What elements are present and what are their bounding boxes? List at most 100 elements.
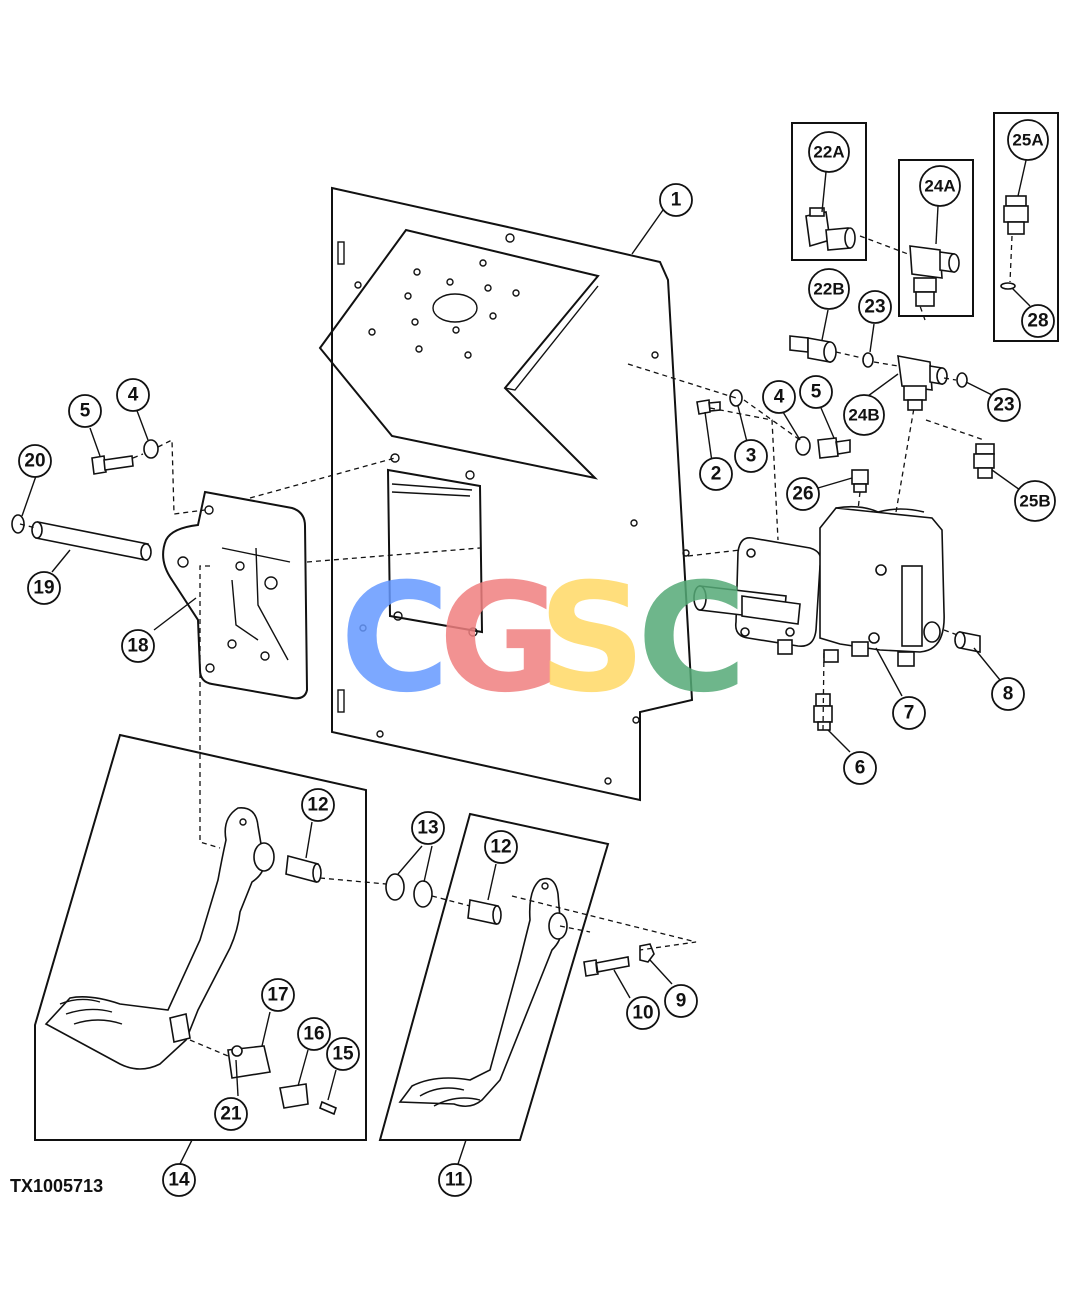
shelf-holes <box>354 259 520 359</box>
bolt-right <box>817 437 851 459</box>
svg-text:23: 23 <box>993 395 1014 416</box>
callout-5-left: 5 <box>68 394 102 428</box>
callout-22a: 22A <box>808 131 850 173</box>
bushing-12b-end <box>492 905 502 925</box>
o-ring-23a <box>862 352 874 368</box>
callout-25a: 25A <box>1007 119 1049 161</box>
svg-text:8: 8 <box>1003 684 1014 705</box>
o-ring-23b <box>956 372 968 388</box>
svg-text:25B: 25B <box>1019 492 1050 511</box>
bolt-10 <box>583 956 630 977</box>
callout-5-right: 5 <box>799 375 833 409</box>
svg-text:11: 11 <box>445 1170 466 1191</box>
inset-24a <box>898 159 974 317</box>
svg-text:20: 20 <box>24 451 45 472</box>
svg-text:6: 6 <box>855 758 866 779</box>
callout-1: 1 <box>659 183 693 217</box>
callout-23-right: 23 <box>987 388 1021 422</box>
inset-25a <box>993 112 1059 342</box>
callouts: 1 2 3 4 5 4 5 20 19 18 22A 24A 25A 28 22… <box>18 119 1056 1197</box>
pedal-14 <box>44 807 275 1070</box>
bolt-left <box>91 455 134 475</box>
pedal-11 <box>398 877 568 1108</box>
callout-24b: 24B <box>843 394 885 436</box>
mounting-plate <box>318 186 694 802</box>
bushing-12a-end <box>312 863 322 883</box>
washer-left <box>143 439 159 459</box>
pedal-box-14 <box>34 733 367 1141</box>
svg-text:28: 28 <box>1027 311 1048 332</box>
callout-21: 21 <box>214 1097 248 1131</box>
svg-text:12: 12 <box>490 837 511 858</box>
washer-right <box>795 436 811 456</box>
tee-24b <box>897 355 948 411</box>
svg-text:21: 21 <box>220 1104 242 1125</box>
svg-text:26: 26 <box>792 484 813 505</box>
svg-text:24B: 24B <box>848 406 879 425</box>
callout-19: 19 <box>27 571 61 605</box>
washer-20 <box>11 514 25 534</box>
svg-text:24A: 24A <box>924 177 955 196</box>
fitting-22a <box>805 207 856 251</box>
nut-9 <box>639 943 655 963</box>
svg-text:17: 17 <box>267 985 288 1006</box>
inset-22a <box>791 122 867 261</box>
callout-17: 17 <box>261 978 295 1012</box>
washer-13b <box>413 880 433 908</box>
bracket-plate <box>162 490 309 700</box>
callout-22b: 22B <box>808 268 850 310</box>
pedal-box-11 <box>378 812 610 1141</box>
pivot-pin <box>31 521 152 561</box>
callout-14: 14 <box>162 1163 196 1197</box>
svg-text:9: 9 <box>676 991 687 1012</box>
svg-text:5: 5 <box>811 382 822 403</box>
svg-text:23: 23 <box>864 297 885 318</box>
callout-24a: 24A <box>919 165 961 207</box>
svg-text:4: 4 <box>128 385 139 406</box>
block-16 <box>279 1083 309 1109</box>
svg-text:3: 3 <box>746 446 757 467</box>
nut-21 <box>231 1045 243 1057</box>
callout-16: 16 <box>297 1017 331 1051</box>
callout-10: 10 <box>626 996 660 1030</box>
svg-text:10: 10 <box>632 1003 653 1024</box>
o-ring-28 <box>1000 282 1016 290</box>
alignment-lines <box>19 235 1013 1057</box>
svg-text:1: 1 <box>671 190 682 211</box>
brake-valve <box>693 505 945 667</box>
bolt-2 <box>696 399 721 415</box>
callout-2: 2 <box>699 457 733 491</box>
watermark-letter-2: G <box>438 552 561 726</box>
callout-18: 18 <box>121 629 155 663</box>
pin-15 <box>319 1100 337 1116</box>
washer-13a <box>385 873 405 901</box>
svg-text:16: 16 <box>303 1024 324 1045</box>
svg-text:22A: 22A <box>813 143 844 162</box>
fitting-25a <box>1003 195 1029 235</box>
svg-text:7: 7 <box>904 703 915 724</box>
callout-26: 26 <box>786 477 820 511</box>
tee-24a <box>909 245 960 307</box>
callout-28: 28 <box>1021 304 1055 338</box>
watermark: C G S C <box>340 552 747 726</box>
callout-11: 11 <box>438 1163 472 1197</box>
svg-text:15: 15 <box>332 1044 354 1065</box>
callout-15: 15 <box>326 1037 360 1071</box>
callout-3: 3 <box>734 439 768 473</box>
callout-13: 13 <box>411 811 445 845</box>
callout-20: 20 <box>18 444 52 478</box>
leader-lines <box>21 155 1031 1165</box>
watermark-letter-3: S <box>538 552 646 726</box>
callout-8: 8 <box>991 677 1025 711</box>
svg-text:14: 14 <box>168 1170 190 1191</box>
callout-4-right: 4 <box>762 380 796 414</box>
svg-text:13: 13 <box>417 818 438 839</box>
callout-23-top: 23 <box>858 290 892 324</box>
callout-25b: 25B <box>1014 480 1056 522</box>
callout-4-left: 4 <box>116 378 150 412</box>
callout-12-right: 12 <box>484 830 518 864</box>
watermark-letter-4: C <box>637 552 747 726</box>
fitting-22b <box>789 335 837 363</box>
